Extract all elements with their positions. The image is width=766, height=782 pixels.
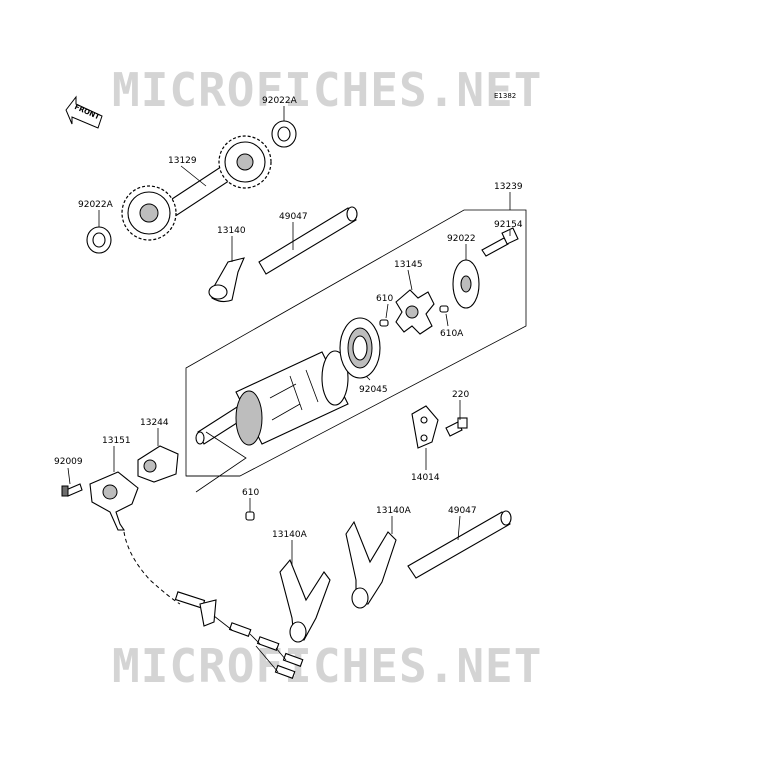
bolt-mid-part — [445, 417, 468, 437]
watermark-bottom: MICROFICHES.NET — [112, 639, 542, 693]
label-fork-lower-right: 13140A — [376, 506, 412, 516]
label-cam-plate: 13145 — [394, 260, 423, 270]
label-drum-assembly: 13239 — [494, 182, 523, 192]
cam-plate-part — [395, 289, 435, 335]
washer-top-part — [271, 120, 297, 148]
gear-shaft-part — [121, 135, 272, 241]
bracket-part — [137, 445, 179, 483]
fork-upper-part — [208, 257, 245, 303]
washer-left-part — [86, 226, 112, 254]
label-stopper: 14014 — [411, 473, 440, 483]
pin-lower-part — [245, 511, 255, 521]
bearing-part — [339, 317, 381, 379]
wire-harness-part — [123, 531, 304, 679]
label-bracket: 13244 — [140, 418, 169, 428]
shift-drum-part — [195, 350, 349, 446]
label-washer-top: 92022A — [262, 96, 298, 106]
label-pin-b: 610A — [440, 329, 464, 339]
pin-a-part — [379, 319, 389, 327]
leader-lines — [67, 106, 511, 566]
pin-b-part — [439, 305, 449, 313]
part-labels: 92022A 13129 92022A 49047 13140 13239 92… — [54, 96, 523, 540]
label-pin-a: 610 — [376, 294, 393, 304]
label-rod-lower: 49047 — [448, 506, 477, 516]
label-washer-left: 92022A — [78, 200, 114, 210]
fork-lower-left-part — [279, 558, 331, 643]
label-rod-upper: 49047 — [279, 212, 308, 222]
sensor-part — [89, 471, 139, 531]
bolt-top-part — [481, 227, 519, 257]
label-bolt-left: 92009 — [54, 457, 83, 467]
label-bolt-top: 92154 — [494, 220, 523, 230]
label-fork-upper: 13140 — [217, 226, 246, 236]
bolt-left-part — [61, 483, 83, 497]
washer-drum-part — [452, 259, 480, 309]
label-sensor: 13151 — [102, 436, 131, 446]
label-washer-drum: 92022 — [447, 234, 476, 244]
front-arrow-icon: FRONT — [65, 95, 103, 129]
watermark-top: MICROFICHES.NET — [112, 63, 542, 117]
label-shaft-gear: 13129 — [168, 156, 197, 166]
rod-upper-part — [258, 206, 358, 275]
label-fork-lower-left: 13140A — [272, 530, 308, 540]
label-bolt-mid: 220 — [452, 390, 469, 400]
diagram-code: E1382 — [494, 92, 516, 100]
label-pin-lower: 610 — [242, 488, 259, 498]
rod-lower-part — [407, 510, 512, 579]
fork-lower-right-part — [345, 520, 397, 609]
stopper-part — [411, 405, 439, 449]
label-bearing: 92045 — [359, 385, 388, 395]
